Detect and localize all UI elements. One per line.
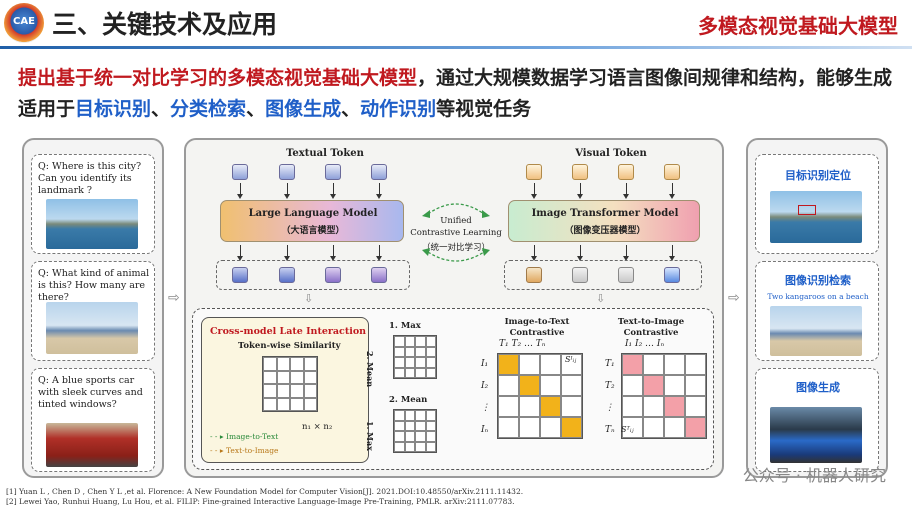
task-image-generation: 图像生成 — [265, 98, 342, 120]
matrix-size-label: n₁ × n₂ — [302, 422, 333, 432]
arrow-right-icon: ⇨ — [728, 290, 740, 306]
itm-cn-label: （图像变压器模型） — [564, 226, 646, 236]
footnote-2: [2] Lewei Yao, Runhui Huang, Lu Hou, et … — [6, 497, 515, 506]
watermark: 公众号 · 机器人研究 — [742, 466, 886, 485]
kangaroo-image — [46, 302, 138, 354]
mean-label: 2. Mean — [365, 351, 375, 388]
visual-token — [572, 164, 588, 180]
header-divider — [0, 46, 912, 49]
token-sim-label: Token-wise Similarity — [238, 341, 341, 351]
task-classification-retrieval: 分类检索 — [170, 98, 247, 120]
text-embedding — [232, 267, 248, 283]
task-card-generation: 图像生成 — [755, 368, 879, 472]
visual-token — [664, 164, 680, 180]
task-card-detection: 目标识别定位 — [755, 154, 879, 254]
unified-cn-label: （统一对比学习） — [421, 243, 490, 253]
t2i-subtitle: Contrastive — [623, 328, 679, 338]
unified-label: Unified — [440, 216, 472, 226]
slide-title: 三、关键技术及应用 — [52, 10, 278, 39]
text-embedding — [371, 267, 387, 283]
visual-embedding — [664, 267, 680, 283]
itm-label: Image Transformer Model — [531, 208, 679, 219]
query-panel: Q: Where is this city? Can you identify … — [22, 138, 164, 478]
task-label: 目标识别定位 — [785, 169, 851, 182]
text-token — [279, 164, 295, 180]
image-transformer-box: Image Transformer Model （图像变压器模型） — [508, 200, 700, 242]
t2i-matrix — [621, 353, 707, 439]
i2t-matrix — [497, 353, 583, 439]
generated-car-image — [770, 407, 862, 463]
task-card-retrieval: 图像识别检索 Two kangaroos on a beach — [755, 261, 879, 361]
footnotes: [1] Yuan L , Chen D , Chen Y L ,et al. F… — [6, 487, 523, 507]
unified-arrows-icon — [422, 203, 490, 262]
intro-end: 等视觉任务 — [436, 98, 532, 120]
legend-t2i: - - ▸ Text-to-Image — [210, 446, 279, 455]
mean-label-2: 2. Mean — [389, 395, 428, 405]
similarity-matrix — [262, 356, 318, 412]
text-token — [232, 164, 248, 180]
visual-embedding — [618, 267, 634, 283]
down-arrow-icon: ⇩ — [304, 292, 314, 305]
task-label: 图像识别检索 — [785, 274, 851, 287]
retrieval-image — [770, 306, 862, 356]
slide-subtitle: 多模态视觉基础大模型 — [698, 14, 898, 38]
t2i-columns: I₁ I₂ … Iₙ — [625, 339, 665, 349]
intro-text: ，通过大规模数据学习语言图像间规律和结构，能够生成适用于 — [18, 67, 893, 120]
text-output-group — [216, 260, 410, 290]
max-label: 1. Max — [389, 321, 421, 331]
cross-model-box: Cross-model Late Interaction Token-wise … — [201, 317, 369, 463]
text-embedding — [325, 267, 341, 283]
task-action-recognition: 动作识别 — [360, 98, 437, 120]
query-card-car: Q: A blue sports car with sleek curves a… — [31, 368, 155, 472]
task-panel: 目标识别定位 图像识别检索 Two kangaroos on a beach 图… — [746, 138, 888, 478]
cross-model-title: Cross-model Late Interaction — [210, 326, 367, 337]
intro-paragraph: 提出基于统一对比学习的多模态视觉基础大模型，通过大规模数据学习语言图像间规律和结… — [18, 67, 893, 120]
tram-image — [46, 423, 138, 467]
footnote-1: [1] Yuan L , Chen D , Chen Y L ,et al. F… — [6, 487, 524, 496]
query-text: Q: Where is this city? Can you identify … — [38, 161, 142, 196]
visual-embedding — [526, 267, 542, 283]
max-matrix — [393, 335, 437, 379]
legend-i2t: - - ▸ Image-to-Text — [210, 432, 279, 441]
detection-image — [770, 191, 862, 243]
sij-label: Sᴵᵢⱼ — [565, 355, 577, 364]
task-target-recognition: 目标识别 — [75, 98, 152, 120]
visual-token — [526, 164, 542, 180]
text-token — [371, 164, 387, 180]
task-label: 图像生成 — [796, 381, 840, 394]
i2t-title: Image-to-Text — [504, 317, 570, 327]
llm-box: Large Language Model （大语言模型） — [220, 200, 404, 242]
cae-logo: CAE — [4, 3, 44, 43]
i2t-subtitle: Contrastive — [509, 328, 565, 338]
max-label-2: 1. Max — [365, 421, 375, 451]
text-token — [325, 164, 341, 180]
query-text: Q: What kind of animal is this? How many… — [38, 268, 150, 303]
interaction-region: Cross-model Late Interaction Token-wise … — [192, 308, 714, 470]
sij2-label: Sᵀᵢⱼ — [621, 425, 634, 434]
query-card-animal: Q: What kind of animal is this? How many… — [31, 261, 155, 361]
retrieval-caption: Two kangaroos on a beach — [767, 292, 869, 301]
contrastive-learning-label: Contrastive Learning — [410, 228, 502, 238]
city-harbour-image — [46, 199, 138, 249]
textual-token-label: Textual Token — [286, 148, 364, 159]
visual-token — [618, 164, 634, 180]
llm-cn-label: （大语言模型） — [281, 226, 345, 236]
visual-token-label: Visual Token — [575, 148, 647, 159]
text-embedding — [279, 267, 295, 283]
framework-panel: Textual Token Visual Token Large Languag… — [184, 138, 724, 478]
visual-embedding — [572, 267, 588, 283]
llm-label: Large Language Model — [248, 208, 378, 219]
mean-matrix — [393, 409, 437, 453]
query-card-city: Q: Where is this city? Can you identify … — [31, 154, 155, 254]
visual-output-group — [504, 260, 702, 290]
intro-highlight: 提出基于统一对比学习的多模态视觉基础大模型 — [18, 67, 418, 89]
i2t-columns: T₁ T₂ … Tₙ — [499, 339, 546, 349]
query-text: Q: A blue sports car with sleek curves a… — [38, 375, 143, 410]
down-arrow-icon: ⇩ — [596, 292, 606, 305]
t2i-title: Text-to-Image — [617, 317, 685, 327]
arrow-right-icon: ⇨ — [168, 290, 180, 306]
